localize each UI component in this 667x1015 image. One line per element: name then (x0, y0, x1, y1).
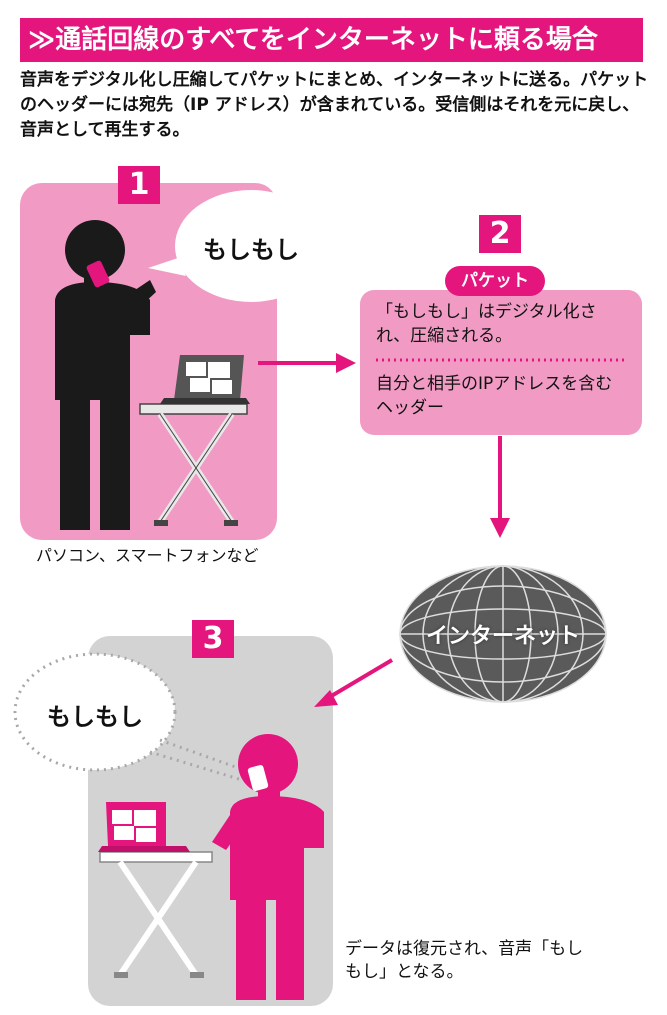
laptop-desk-3 (98, 802, 213, 978)
arrow-2-to-internet (490, 436, 510, 538)
phone-icon (86, 260, 110, 288)
speech-bubble-3 (13, 652, 245, 782)
step2-number-badge: 2 (479, 215, 521, 253)
packet-line-2: 自分と相手のIPアドレスを含むヘッダー (376, 374, 613, 418)
arrow-internet-to-3 (314, 658, 394, 707)
intro-text: 音声をデジタル化し圧縮してパケットにまとめ、インターネットに送る。パケットのヘッ… (20, 70, 649, 140)
person-silhouette-dark (55, 220, 156, 530)
phone-icon-3 (247, 765, 269, 791)
page-title: ≫通話回線のすべてをインターネットに頼る場合 (20, 18, 643, 62)
internet-label: インターネット (425, 624, 580, 649)
step1-number-badge: 1 (118, 166, 160, 204)
internet-globe-icon (399, 565, 607, 703)
speech-text-1: もしもし (203, 236, 299, 264)
step1-caption: パソコン、スマートフォンなど (36, 546, 259, 565)
step3-caption: データは復元され、音声「もしもし」となる。 (345, 939, 584, 982)
laptop-desk-1 (139, 355, 250, 526)
arrow-1-to-2 (258, 353, 356, 373)
step3-number-badge: 3 (192, 620, 234, 658)
person-silhouette-pink (212, 734, 324, 1000)
packet-line-1: 「もしもし」はデジタル化され、圧縮される。 (376, 302, 597, 346)
speech-bubble-1 (148, 190, 327, 302)
speech-text-3: もしもし (47, 703, 143, 731)
packet-box (360, 290, 642, 435)
packet-label: パケット (445, 266, 545, 296)
